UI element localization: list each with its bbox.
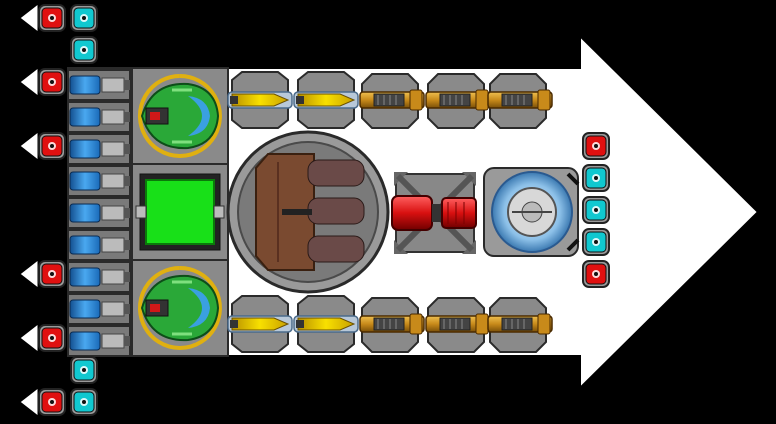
red-connector-node[interactable] (38, 4, 66, 32)
radar-dome[interactable] (483, 167, 580, 257)
thruster[interactable] (67, 197, 131, 229)
laser-turret[interactable] (227, 295, 293, 353)
cyan-connector-node[interactable] (70, 36, 98, 64)
cannon-icon (391, 172, 477, 254)
connector-arrow (19, 386, 39, 418)
railgun-turret[interactable] (425, 73, 491, 129)
railgun-turret[interactable] (359, 73, 425, 129)
thruster[interactable] (67, 101, 131, 133)
shield-generator-icon (137, 74, 222, 158)
connector-arrow (19, 2, 39, 34)
thruster[interactable] (67, 325, 131, 357)
left-connector-column (19, 2, 98, 418)
shield-generator-icon (137, 266, 222, 350)
red-connector-node[interactable] (38, 132, 66, 160)
thruster[interactable] (67, 165, 131, 197)
laser-turret[interactable] (293, 71, 359, 129)
cyan-connector-node[interactable] (582, 164, 610, 192)
thruster[interactable] (67, 293, 131, 325)
railgun-turret[interactable] (487, 73, 553, 129)
connector-arrow (19, 322, 39, 354)
red-connector-node[interactable] (38, 388, 66, 416)
railgun-turret[interactable] (425, 297, 491, 353)
thruster[interactable] (67, 133, 131, 165)
connector-arrow (19, 66, 39, 98)
red-cannon[interactable] (391, 172, 477, 254)
thruster-column (67, 69, 131, 357)
laser-turret[interactable] (227, 71, 293, 129)
command-core[interactable] (131, 163, 229, 261)
connector-arrow (19, 258, 39, 290)
red-connector-node[interactable] (582, 260, 610, 288)
cyan-connector-node[interactable] (70, 356, 98, 384)
red-connector-node[interactable] (38, 260, 66, 288)
red-connector-node[interactable] (38, 324, 66, 352)
thruster[interactable] (67, 261, 131, 293)
core-icon (135, 173, 225, 251)
radar-icon (483, 167, 580, 257)
thruster[interactable] (67, 229, 131, 261)
red-connector-node[interactable] (582, 132, 610, 160)
cyan-connector-node[interactable] (582, 196, 610, 224)
reactor[interactable] (226, 130, 390, 294)
reactor-icon (226, 130, 390, 294)
red-connector-node[interactable] (38, 68, 66, 96)
railgun-turret[interactable] (359, 297, 425, 353)
cyan-connector-node[interactable] (582, 228, 610, 256)
laser-turret[interactable] (293, 295, 359, 353)
weapon-rows (227, 71, 553, 353)
shield-generator-bottom[interactable] (131, 259, 229, 357)
cyan-connector-node[interactable] (70, 388, 98, 416)
thruster[interactable] (67, 69, 131, 101)
connector-arrow (19, 130, 39, 162)
shield-generator-top[interactable] (131, 67, 229, 165)
right-connector-column (582, 132, 610, 288)
cyan-connector-node[interactable] (70, 4, 98, 32)
railgun-turret[interactable] (487, 297, 553, 353)
